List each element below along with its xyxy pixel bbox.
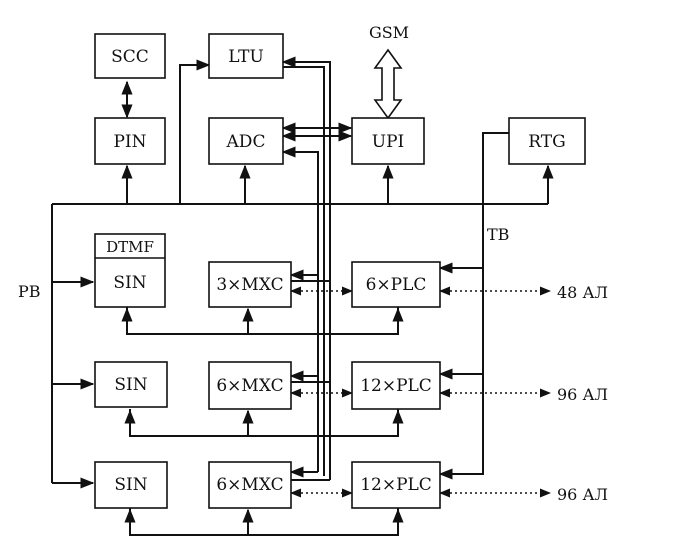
gsm-arrow [373,48,403,120]
trunk-adc [281,146,319,472]
lines1-label: 48 АЛ [557,283,608,302]
plc1-block: 6×PLC [351,261,441,308]
ltu-block: LTU [208,33,284,79]
upi-label: UPI [372,132,404,152]
ltu-label: LTU [228,47,264,67]
sin3-block: SIN [94,461,168,509]
upi-block: UPI [351,117,425,165]
gsm-label: GSM [369,23,409,42]
adc-label: ADC [226,132,266,152]
mxc1-label: 3×MXC [216,275,283,295]
mxc3-label: 6×MXC [216,475,283,495]
mxc3-block: 6×MXC [208,461,292,509]
bus-to-ltu [179,59,211,204]
sin2-block: SIN [94,361,168,408]
lines2-label: 96 АЛ [557,385,608,404]
sin2-label: SIN [114,375,147,395]
dtmf-sin-block: DTMF SIN [94,233,166,308]
plc3-block: 12×PLC [351,461,441,509]
row1-feedback [126,307,399,335]
pb-label: PB [18,282,41,301]
dtmf-label: DTMF [106,238,154,256]
adc-block: ADC [208,117,284,165]
plc1-label: 6×PLC [366,275,427,295]
sin1-label: SIN [113,273,146,293]
plc3-label: 12×PLC [360,475,432,495]
scc-label: SCC [111,47,149,67]
mxc2-label: 6×MXC [216,376,283,396]
row2-feedback [129,409,399,437]
scc-block: SCC [94,33,166,79]
trunk-ltu-2 [283,66,325,476]
sin3-label: SIN [114,475,147,495]
rtg-block: RTG [508,117,586,165]
plc2-block: 12×PLC [351,361,441,410]
pin-label: PIN [113,132,146,152]
mxc1-block: 3×MXC [208,261,292,308]
trunk-ltu [281,56,331,480]
tb-line [482,132,509,475]
lines3-label: 96 АЛ [557,485,608,504]
pin-block: PIN [94,117,166,165]
row3-feedback [129,508,399,536]
rtg-label: RTG [528,132,565,152]
mxc2-block: 6×MXC [208,361,292,410]
plc2-label: 12×PLC [360,376,432,396]
tb-label: TB [487,225,509,244]
